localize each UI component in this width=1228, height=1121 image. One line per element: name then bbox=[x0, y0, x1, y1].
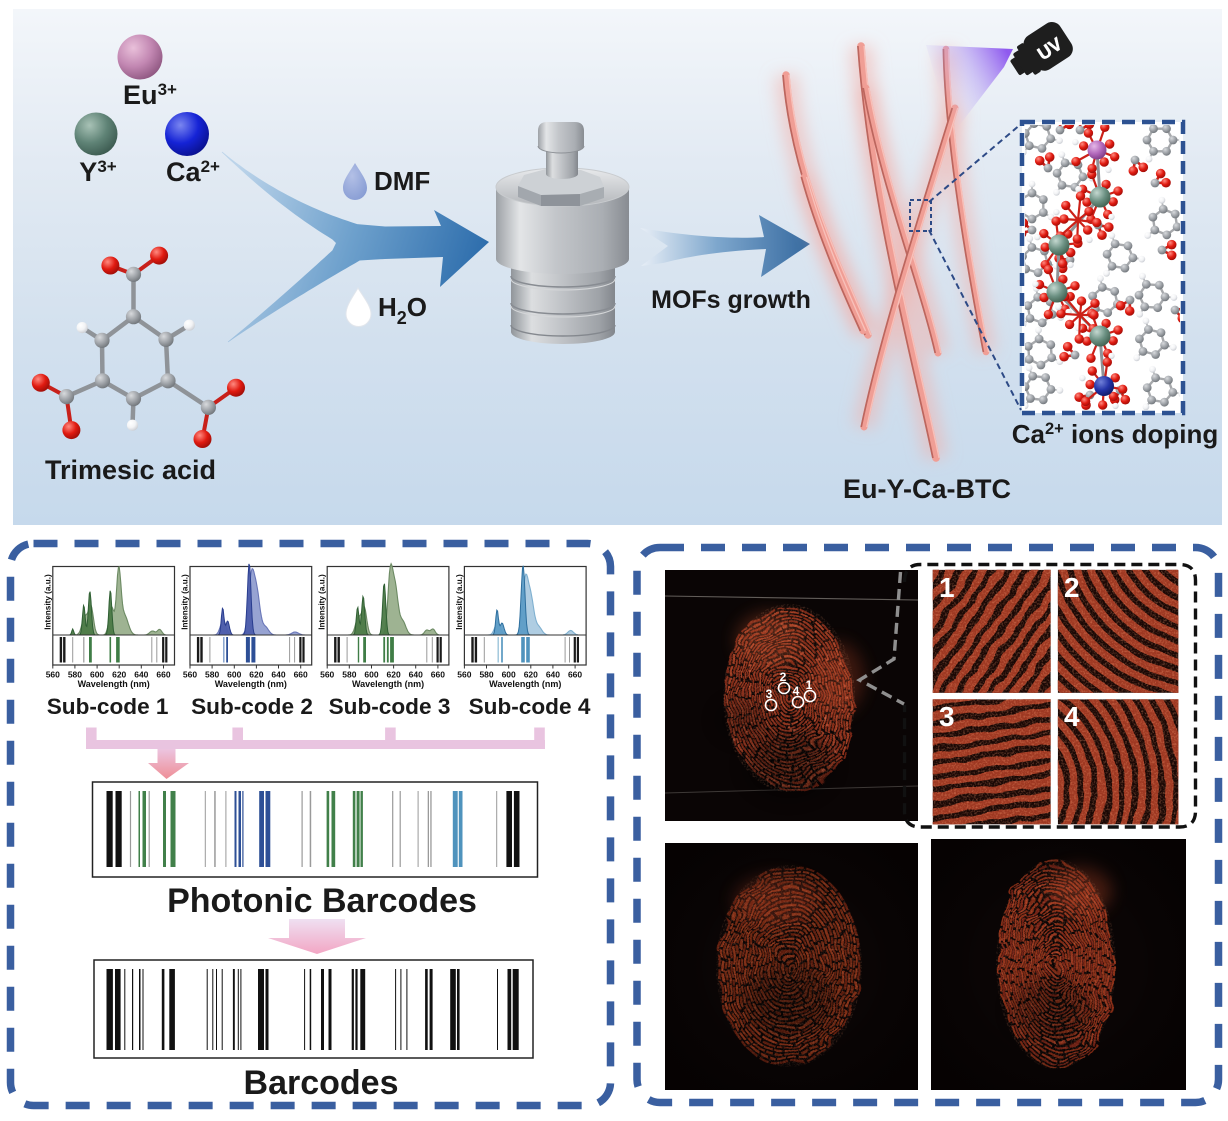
svg-text:600: 600 bbox=[502, 670, 516, 680]
svg-text:MOFs growth: MOFs growth bbox=[651, 286, 811, 314]
svg-text:Photonic Barcodes: Photonic Barcodes bbox=[167, 882, 477, 920]
svg-text:660: 660 bbox=[294, 670, 308, 680]
svg-text:Eu-Y-Ca-BTC: Eu-Y-Ca-BTC bbox=[843, 474, 1011, 504]
svg-text:Wavelength (nm): Wavelength (nm) bbox=[489, 679, 561, 689]
svg-text:600: 600 bbox=[90, 670, 104, 680]
svg-text:560: 560 bbox=[183, 670, 197, 680]
svg-text:1: 1 bbox=[939, 572, 955, 603]
svg-text:Wavelength (nm): Wavelength (nm) bbox=[215, 679, 287, 689]
svg-text:Sub-code 3: Sub-code 3 bbox=[329, 694, 451, 719]
svg-text:Intensity (a.u.): Intensity (a.u.) bbox=[181, 574, 190, 630]
svg-text:640: 640 bbox=[271, 670, 285, 680]
svg-text:Sub-code 4: Sub-code 4 bbox=[469, 694, 591, 719]
svg-text:640: 640 bbox=[409, 670, 423, 680]
svg-text:Wavelength (nm): Wavelength (nm) bbox=[352, 679, 424, 689]
svg-text:600: 600 bbox=[364, 670, 378, 680]
svg-text:Wavelength (nm): Wavelength (nm) bbox=[78, 679, 150, 689]
svg-text:560: 560 bbox=[46, 670, 60, 680]
svg-text:4: 4 bbox=[793, 684, 800, 698]
svg-text:620: 620 bbox=[112, 670, 126, 680]
svg-text:640: 640 bbox=[546, 670, 560, 680]
svg-text:3: 3 bbox=[939, 701, 955, 732]
svg-text:620: 620 bbox=[387, 670, 401, 680]
svg-text:Sub-code 2: Sub-code 2 bbox=[191, 694, 313, 719]
svg-text:580: 580 bbox=[68, 670, 82, 680]
svg-text:3: 3 bbox=[766, 687, 773, 701]
svg-text:Intensity (a.u.): Intensity (a.u.) bbox=[455, 574, 464, 630]
svg-text:Sub-code 1: Sub-code 1 bbox=[47, 694, 169, 719]
svg-text:580: 580 bbox=[205, 670, 219, 680]
svg-text:Trimesic acid: Trimesic acid bbox=[45, 455, 216, 485]
svg-text:Intensity (a.u.): Intensity (a.u.) bbox=[318, 574, 327, 630]
svg-text:620: 620 bbox=[524, 670, 538, 680]
svg-text:580: 580 bbox=[479, 670, 493, 680]
svg-text:640: 640 bbox=[134, 670, 148, 680]
svg-text:2: 2 bbox=[780, 670, 787, 684]
svg-text:660: 660 bbox=[431, 670, 445, 680]
svg-text:580: 580 bbox=[342, 670, 356, 680]
svg-text:Ca2+ ions doping: Ca2+ ions doping bbox=[1012, 419, 1219, 449]
svg-text:4: 4 bbox=[1064, 701, 1080, 732]
svg-text:560: 560 bbox=[320, 670, 334, 680]
svg-text:1: 1 bbox=[806, 678, 813, 692]
svg-text:600: 600 bbox=[227, 670, 241, 680]
svg-text:620: 620 bbox=[249, 670, 263, 680]
svg-text:Intensity (a.u.): Intensity (a.u.) bbox=[43, 574, 52, 630]
svg-text:Barcodes: Barcodes bbox=[244, 1064, 399, 1102]
svg-text:560: 560 bbox=[457, 670, 471, 680]
svg-text:660: 660 bbox=[568, 670, 582, 680]
svg-text:660: 660 bbox=[156, 670, 170, 680]
svg-text:2: 2 bbox=[1064, 572, 1080, 603]
svg-text:DMF: DMF bbox=[374, 166, 430, 196]
